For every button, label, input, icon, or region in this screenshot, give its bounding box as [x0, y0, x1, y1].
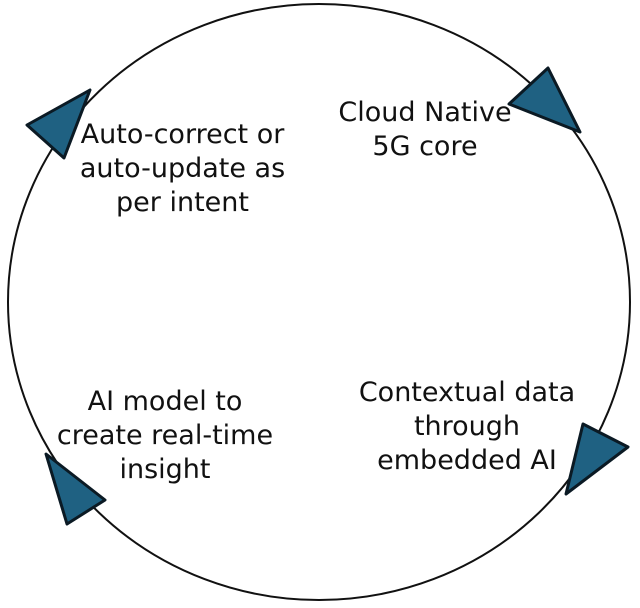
step-label-line: through [413, 411, 521, 442]
step-label-cloud-native-5g-core: Cloud Native 5G core [330, 96, 520, 164]
cycle-arrow-icon-right [564, 422, 630, 496]
step-label-line: embedded AI [377, 445, 557, 476]
cycle-arrow-icon-top-right [507, 66, 582, 134]
cycle-arrow-icon-bottom-left [44, 452, 107, 526]
step-label-line: AI model to [87, 386, 243, 417]
step-label-line: Auto-correct or [80, 119, 285, 150]
step-label-line: auto-update as [79, 153, 286, 184]
step-label-line: per intent [116, 187, 249, 218]
cycle-arrow-icon-top-left [25, 88, 92, 160]
step-label-line: insight [119, 454, 211, 485]
step-label-auto-correct: Auto-correct or auto-update as per inten… [70, 118, 295, 220]
step-label-line: create real-time [56, 420, 274, 451]
step-label-line: 5G core [372, 131, 478, 162]
step-label-contextual-data: Contextual data through embedded AI [352, 376, 582, 478]
cycle-circle [7, 3, 631, 601]
step-label-line: Cloud Native [338, 97, 512, 128]
step-label-ai-model: AI model to create real-time insight [45, 385, 285, 487]
step-label-line: Contextual data [358, 377, 576, 408]
